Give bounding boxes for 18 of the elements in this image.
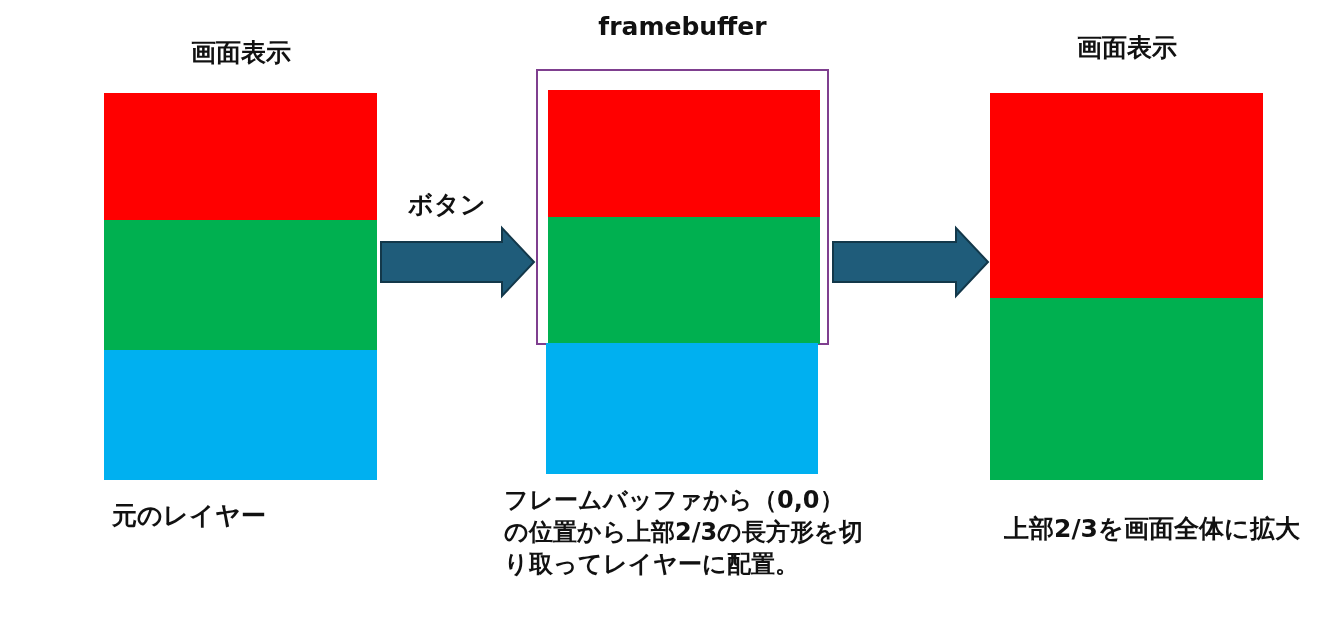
node-label: フレームバッファから（0,0）の位置から上部2/3の長方形を切り取ってレイヤーに配置。 bbox=[504, 485, 864, 580]
block-arrow bbox=[380, 225, 536, 299]
layer-band bbox=[548, 217, 820, 344]
heading: framebuffer bbox=[597, 12, 768, 41]
node-label: 元のレイヤー bbox=[112, 500, 267, 532]
layer-band bbox=[546, 343, 818, 474]
heading: 画面表示 bbox=[189, 37, 292, 69]
heading: 画面表示 bbox=[1075, 32, 1178, 64]
layer-band bbox=[104, 93, 377, 220]
layer-band bbox=[548, 90, 820, 217]
edge-label: ボタン bbox=[408, 189, 486, 221]
layer-band bbox=[990, 298, 1263, 480]
layer-band bbox=[104, 220, 377, 350]
selection-frame bbox=[536, 69, 829, 345]
layer-band bbox=[104, 350, 377, 480]
node-label: 上部2/3を画面全体に拡大 bbox=[1003, 513, 1301, 545]
layer-band bbox=[990, 93, 1263, 298]
block-arrow bbox=[832, 225, 990, 299]
